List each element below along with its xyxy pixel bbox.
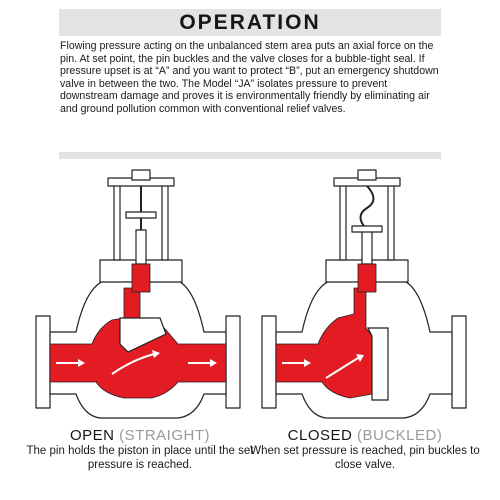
outlet-flange xyxy=(451,315,467,409)
flow-arrow-mid-head xyxy=(152,350,160,358)
closed-caption-title: CLOSED (BUCKLED) xyxy=(250,427,480,445)
buckling-pin-buckled xyxy=(359,185,375,231)
flow-arrow-blocked-head xyxy=(356,354,364,362)
closed-description: When set pressure is reached, pin buckle… xyxy=(250,445,480,471)
yoke-rod-left xyxy=(339,179,347,261)
open-title: OPEN xyxy=(69,427,115,444)
open-caption: OPEN (STRAIGHT) The pin holds the piston… xyxy=(25,427,255,472)
open-valve-disc xyxy=(119,317,167,353)
pin-holder xyxy=(125,211,157,219)
closed-caption: CLOSED (BUCKLED) When set pressure is re… xyxy=(250,427,480,472)
operation-description: Flowing pressure acting on the unbalance… xyxy=(60,40,439,115)
flow-arrow-out-head xyxy=(210,359,217,367)
flow-arrow-mid-line xyxy=(111,353,155,375)
pin-holder xyxy=(351,225,383,233)
stem-pressure-channel xyxy=(131,263,151,293)
stem-pressure-channel xyxy=(357,263,377,293)
closed-state: (BUCKLED) xyxy=(357,427,443,444)
flow-arrow-in-head xyxy=(78,359,85,367)
open-caption-title: OPEN (STRAIGHT) xyxy=(25,427,255,445)
upstream-pressure-region xyxy=(275,287,373,399)
closed-valve-disc xyxy=(367,327,389,401)
cap-nut xyxy=(357,169,377,181)
valve-stem xyxy=(361,229,373,265)
open-description: The pin holds the piston in place until … xyxy=(26,445,254,471)
inlet-flange xyxy=(35,315,51,409)
closed-valve-diagram xyxy=(261,169,467,419)
flow-arrow-in-head xyxy=(304,359,311,367)
flow-arrow-blocked-line xyxy=(325,357,359,379)
closed-title: CLOSED xyxy=(287,427,353,444)
yoke-rod-left xyxy=(113,179,121,261)
valve-stem xyxy=(135,229,147,265)
open-valve-diagram xyxy=(35,169,241,419)
page-title: OPERATION xyxy=(179,10,321,34)
section-divider xyxy=(59,152,441,159)
yoke-rod-right xyxy=(161,179,169,261)
inlet-flange xyxy=(261,315,277,409)
outlet-flange xyxy=(225,315,241,409)
yoke-rod-right xyxy=(387,179,395,261)
operation-header: OPERATION xyxy=(59,9,441,36)
cap-nut xyxy=(131,169,151,181)
open-state: (STRAIGHT) xyxy=(119,427,210,444)
